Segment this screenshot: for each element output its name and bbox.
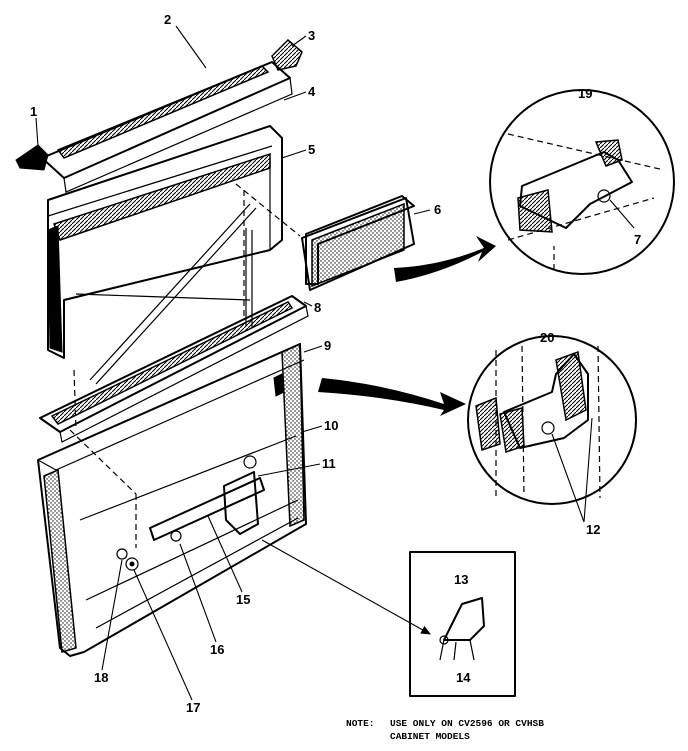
part-8-lower-trim (39, 295, 309, 443)
callout-9: 9 (324, 338, 331, 353)
callout-4: 4 (308, 84, 316, 99)
note-line-1: USE ONLY ON CV2596 OR CVHSB (390, 718, 544, 729)
callout-20: 20 (540, 330, 554, 345)
callout-11: 11 (322, 456, 336, 471)
callout-1: 1 (30, 104, 37, 119)
inset-box-13-14 (409, 551, 516, 697)
callout-18: 18 (94, 670, 108, 685)
callout-2: 2 (164, 12, 171, 27)
note-line-2: CABINET MODELS (390, 731, 470, 742)
callout-17: 17 (186, 700, 200, 715)
part-2-top-trim (41, 61, 293, 193)
note-block: NOTE: USE ONLY ON CV2596 OR CVHSB CABINE… (346, 718, 544, 742)
callout-15: 15 (236, 592, 250, 607)
detail-20 (467, 335, 637, 505)
callout-16: 16 (210, 642, 224, 657)
callout-5: 5 (308, 142, 315, 157)
part-3-right-end-cap (271, 38, 303, 71)
part-15-rail (149, 477, 265, 541)
part-6-filter (301, 195, 415, 291)
callout-7: 7 (634, 232, 641, 247)
callout-3: 3 (308, 28, 315, 43)
detail-19 (489, 89, 675, 275)
callout-14: 14 (456, 670, 471, 685)
callout-8: 8 (314, 300, 321, 315)
part-9-cabinet (37, 342, 307, 657)
part-18-bushing (116, 548, 128, 560)
part-11-bracket (223, 455, 259, 535)
detail-arrows (318, 236, 496, 416)
note-label: NOTE: (346, 718, 375, 729)
alignment-lines (69, 183, 301, 548)
part-17-nut (125, 557, 139, 571)
callout-6: 6 (434, 202, 441, 217)
inset-arrow (261, 539, 431, 635)
part-5-upper-housing (47, 125, 283, 385)
callout-12: 12 (586, 522, 600, 537)
callout-10: 10 (324, 418, 338, 433)
callout-19: 19 (578, 86, 592, 101)
leader-lines (35, 25, 635, 701)
part-16-screw (170, 530, 182, 542)
callout-13: 13 (454, 572, 468, 587)
